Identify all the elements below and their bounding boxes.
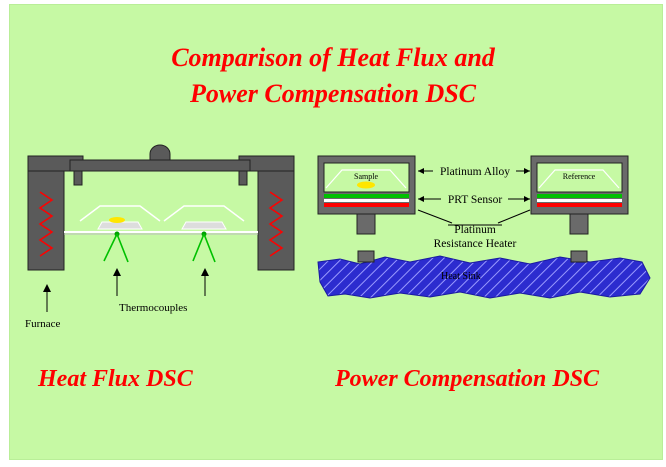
heat-sink	[317, 255, 651, 299]
reference-holder: Reference	[530, 155, 629, 263]
heat-sink-label: Heat Sink	[441, 271, 481, 282]
heat-flux-diagram: Furnace Thermocouples	[25, 144, 295, 330]
reference-pan	[163, 205, 245, 230]
furnace-label: Furnace	[25, 318, 61, 330]
reference-label: Reference	[563, 172, 596, 181]
title-line-1: Comparison of Heat Flux and	[171, 43, 495, 72]
sample-pan	[79, 205, 161, 230]
sample-label: Sample	[354, 172, 378, 181]
thermocouples-label: Thermocouples	[119, 302, 187, 314]
thermocouple-left	[103, 231, 129, 263]
furnace-lid	[69, 144, 251, 186]
sample-dot	[109, 217, 125, 223]
platinum-alloy-label: Platinum Alloy	[440, 166, 510, 178]
power-compensation-diagram: Heat Sink Sample	[317, 155, 651, 299]
resistance-heater-label: Resistance Heater	[434, 238, 517, 250]
title-line-2: Power Compensation DSC	[189, 79, 477, 108]
sample-holder: Sample	[317, 155, 416, 263]
thermocouple-arrow-right	[201, 268, 209, 296]
platinum-heater-callout: Platinum Resistance Heater	[417, 209, 531, 250]
heat-flux-heading: Heat Flux DSC	[38, 366, 193, 392]
furnace-heater-coil-right	[268, 191, 284, 257]
platinum-label: Platinum	[454, 224, 496, 236]
prt-sensor-callout: PRT Sensor	[418, 194, 530, 206]
thermocouple-arrow-left	[113, 268, 121, 296]
thermocouple-right	[192, 231, 216, 263]
power-compensation-heading: Power Compensation DSC	[335, 366, 600, 392]
furnace-heater-coil-left	[38, 191, 54, 257]
furnace-left-wall	[27, 155, 84, 271]
platinum-alloy-callout: Platinum Alloy	[418, 166, 530, 178]
furnace-right-wall	[238, 155, 295, 271]
prt-sensor-label: PRT Sensor	[448, 194, 503, 206]
furnace-arrow	[43, 284, 51, 312]
slide-title: Comparison of Heat Flux and Power Compen…	[0, 40, 666, 112]
sample-dot-pc	[357, 181, 375, 189]
